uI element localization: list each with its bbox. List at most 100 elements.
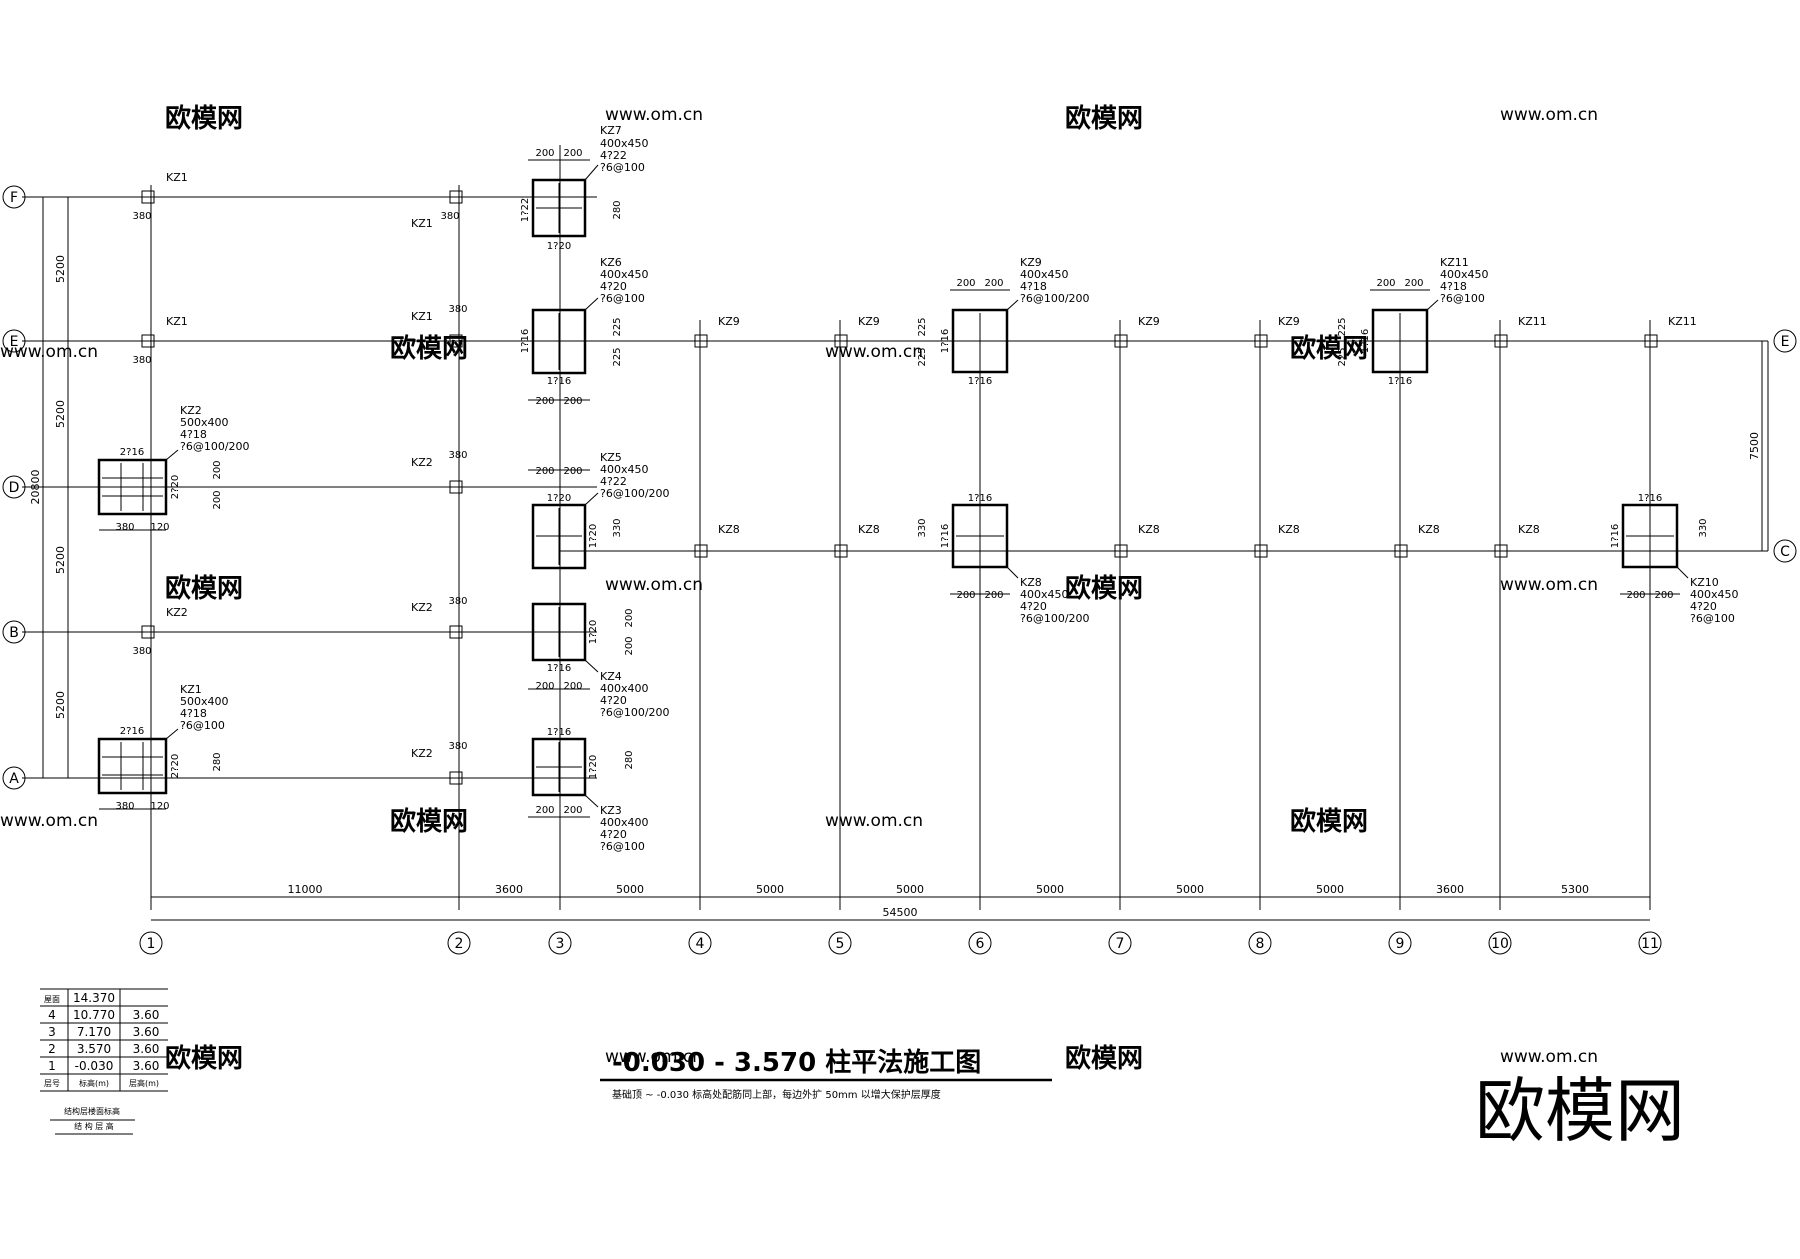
svg-text:400x450: 400x450 bbox=[1020, 268, 1069, 281]
svg-text:?6@100/200: ?6@100/200 bbox=[600, 487, 670, 500]
dim-kz3-left: 200 bbox=[535, 805, 554, 816]
watermark-url-group: www.om.cn www.om.cn www.om.cn www.om.cn … bbox=[0, 105, 1598, 1067]
svg-text:KZ1: KZ1 bbox=[180, 683, 202, 696]
svg-text:?6@100/200: ?6@100/200 bbox=[600, 706, 670, 719]
rebar-kz9-bottom: 1?16 bbox=[968, 376, 992, 387]
tag-kz9: KZ9 bbox=[1138, 315, 1160, 328]
lvl-height: 3.60 bbox=[133, 1042, 160, 1056]
svg-text:KZ4: KZ4 bbox=[600, 670, 622, 683]
watermark-url: www.om.cn bbox=[0, 811, 98, 831]
dim-kz10-right: 200 bbox=[1654, 590, 1673, 601]
dimension-lines bbox=[42, 159, 1763, 921]
watermark-text: 欧模网 bbox=[1290, 333, 1368, 364]
dim-kz4-200b: 200 bbox=[624, 636, 635, 655]
dim-y-total: 20800 bbox=[29, 470, 42, 505]
axis-label-A: A bbox=[9, 771, 19, 787]
dim-x-2: 3600 bbox=[495, 883, 523, 896]
svg-text:4?18: 4?18 bbox=[180, 707, 207, 720]
dim-kz3-right: 200 bbox=[563, 805, 582, 816]
svg-text:KZ2: KZ2 bbox=[180, 404, 202, 417]
watermark-text: 欧模网 bbox=[1290, 806, 1368, 837]
dim-small-380: 380 bbox=[448, 741, 467, 752]
lvl-elev: 10.770 bbox=[73, 1008, 115, 1022]
dim-small-380: 380 bbox=[132, 211, 151, 222]
lvl-floor: 屋面 bbox=[44, 995, 60, 1004]
member-dims: 200 200 200 200 200 200 200 200 200 200 … bbox=[115, 148, 1673, 816]
dim-kz11-right: 200 bbox=[1404, 278, 1423, 289]
dim-kz5-left: 200 bbox=[535, 466, 554, 477]
dimension-text: 11000 3600 5000 5000 5000 5000 5000 5000… bbox=[288, 883, 1590, 919]
watermark-url: www.om.cn bbox=[605, 105, 703, 125]
dim-small-380: 380 bbox=[448, 596, 467, 607]
svg-text:?6@100: ?6@100 bbox=[600, 292, 645, 305]
axis-label-F: F bbox=[10, 190, 18, 206]
rebar-kz2-side: 2?20 bbox=[170, 475, 181, 499]
tag-kz2: KZ2 bbox=[411, 601, 433, 614]
tag-kz1: KZ1 bbox=[411, 310, 433, 323]
lvl-elev: -0.030 bbox=[75, 1059, 114, 1073]
watermark-logo: 欧模网 bbox=[1475, 1070, 1685, 1152]
dim-kz7-right: 200 bbox=[563, 148, 582, 159]
svg-text:400x450: 400x450 bbox=[1440, 268, 1489, 281]
dim-kz11-225b: 225 bbox=[1337, 347, 1348, 366]
svg-text:KZ3: KZ3 bbox=[600, 804, 622, 817]
svg-text:4?20: 4?20 bbox=[600, 828, 627, 841]
svg-text:?6@100: ?6@100 bbox=[1690, 612, 1735, 625]
svg-text:?6@100: ?6@100 bbox=[1440, 292, 1485, 305]
rebar-kz5-side: 1?20 bbox=[588, 524, 599, 548]
dim-kz4-right: 200 bbox=[563, 681, 582, 692]
lvl-caption-2: 结 构 层 高 bbox=[74, 1121, 114, 1131]
rebar-kz9-side: 1?16 bbox=[940, 329, 951, 353]
watermark-url: www.om.cn bbox=[605, 575, 703, 595]
dim-x-9: 3600 bbox=[1436, 883, 1464, 896]
tag-kz2: KZ2 bbox=[166, 606, 188, 619]
leader-lines bbox=[165, 164, 1689, 808]
small-columns bbox=[141, 190, 1658, 785]
drawing-note: 基础顶 ~ -0.030 标高处配筋同上部，每边外扩 50mm 以增大保护层厚度 bbox=[612, 1088, 941, 1101]
kz8-annotation: KZ8 400x450 4?20 ?6@100/200 bbox=[1020, 576, 1090, 625]
tag-kz8: KZ8 bbox=[1138, 523, 1160, 536]
dim-kz6-225b: 225 bbox=[612, 347, 623, 366]
dim-kz2-200: 200 bbox=[212, 460, 223, 479]
watermark-text: 欧模网 bbox=[390, 806, 468, 837]
dim-y-4: 5200 bbox=[54, 691, 67, 719]
kz9-annotation: KZ9 400x450 4?18 ?6@100/200 bbox=[1020, 256, 1090, 305]
svg-text:KZ8: KZ8 bbox=[1020, 576, 1042, 589]
dim-kz2-380: 380 bbox=[115, 522, 134, 533]
watermark-text: 欧模网 bbox=[165, 103, 243, 134]
tag-kz1: KZ1 bbox=[166, 315, 188, 328]
dim-kz9-right: 200 bbox=[984, 278, 1003, 289]
dimension-text-vertical: 5200 5200 5200 5200 20800 7500 bbox=[29, 255, 1761, 719]
watermark-text: 欧模网 bbox=[165, 1043, 243, 1074]
rebar-kz6-side: 1?16 bbox=[520, 329, 531, 353]
svg-text:400x450: 400x450 bbox=[600, 137, 649, 150]
dim-kz2-120: 120 bbox=[150, 522, 169, 533]
tag-kz11: KZ11 bbox=[1518, 315, 1547, 328]
lvl-elev: 14.370 bbox=[73, 991, 115, 1005]
svg-text:KZ11: KZ11 bbox=[1440, 256, 1469, 269]
dim-kz10-left: 200 bbox=[1626, 590, 1645, 601]
svg-text:KZ7: KZ7 bbox=[600, 124, 622, 137]
lvl-height: 3.60 bbox=[133, 1025, 160, 1039]
dim-kz8-left: 200 bbox=[956, 590, 975, 601]
svg-text:4?22: 4?22 bbox=[600, 149, 627, 162]
dim-kz4-left: 200 bbox=[535, 681, 554, 692]
lvl-height: 3.60 bbox=[133, 1059, 160, 1073]
rebar-kz3-top: 1?16 bbox=[547, 727, 571, 738]
dim-y-3: 5200 bbox=[54, 546, 67, 574]
dim-y-2: 5200 bbox=[54, 400, 67, 428]
dim-kz5-right: 200 bbox=[563, 466, 582, 477]
rebar-kz8-top: 1?16 bbox=[968, 493, 992, 504]
kz2-annotation: KZ2 500x400 4?18 ?6@100/200 bbox=[180, 404, 250, 453]
dim-x-4: 5000 bbox=[756, 883, 784, 896]
svg-text:4?20: 4?20 bbox=[1690, 600, 1717, 613]
lvl-height: 3.60 bbox=[133, 1008, 160, 1022]
tag-kz2: KZ2 bbox=[411, 456, 433, 469]
axis-label-C-right: C bbox=[1780, 544, 1790, 560]
svg-text:?6@100/200: ?6@100/200 bbox=[1020, 292, 1090, 305]
dim-x-7: 5000 bbox=[1176, 883, 1204, 896]
kz4-annotation: KZ4 400x400 4?20 ?6@100/200 bbox=[600, 670, 670, 719]
watermark-url: www.om.cn bbox=[825, 342, 923, 362]
rebar-kz1-side: 2?20 bbox=[170, 754, 181, 778]
svg-text:4?18: 4?18 bbox=[180, 428, 207, 441]
